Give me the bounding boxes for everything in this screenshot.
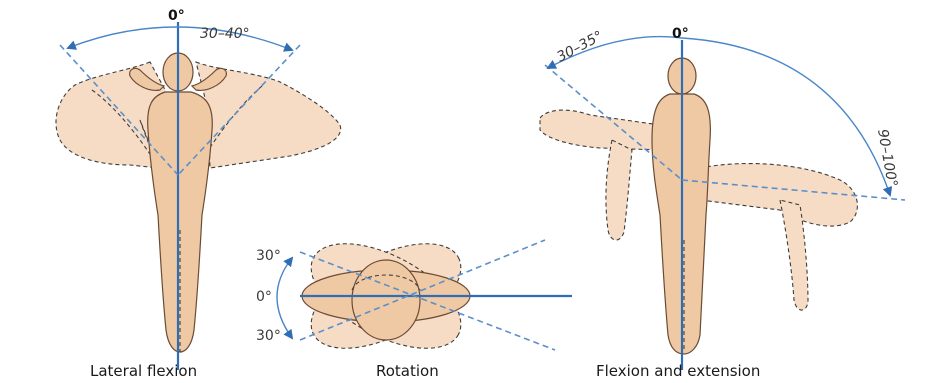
rotation-panel: 30° 0° 30° Rotation bbox=[256, 222, 572, 380]
rotation-bottom-angle-label: 30° bbox=[256, 328, 281, 344]
flexion-extension-caption: Flexion and extension bbox=[596, 362, 760, 380]
rotation-zero-label: 0° bbox=[256, 289, 272, 305]
flexion-extension-zero-label: 0° bbox=[672, 26, 689, 42]
lateral-flexion-panel: 0° 30–40° Lateral flexion bbox=[56, 8, 341, 380]
lateral-flexion-caption: Lateral flexion bbox=[90, 362, 197, 380]
rotation-caption: Rotation bbox=[376, 362, 439, 380]
flexion-angle-label: 90–100° bbox=[874, 128, 900, 188]
lateral-flexion-zero-label: 0° bbox=[168, 8, 185, 24]
lateral-flexion-range-arc bbox=[68, 27, 292, 50]
flexion-extension-panel: 0° 30–35° 90–100° Flexion and extension bbox=[540, 26, 905, 380]
rotation-top-angle-label: 30° bbox=[256, 248, 281, 264]
rotation-range-arc bbox=[277, 258, 292, 338]
lateral-flexion-angle-label: 30–40° bbox=[200, 26, 250, 42]
